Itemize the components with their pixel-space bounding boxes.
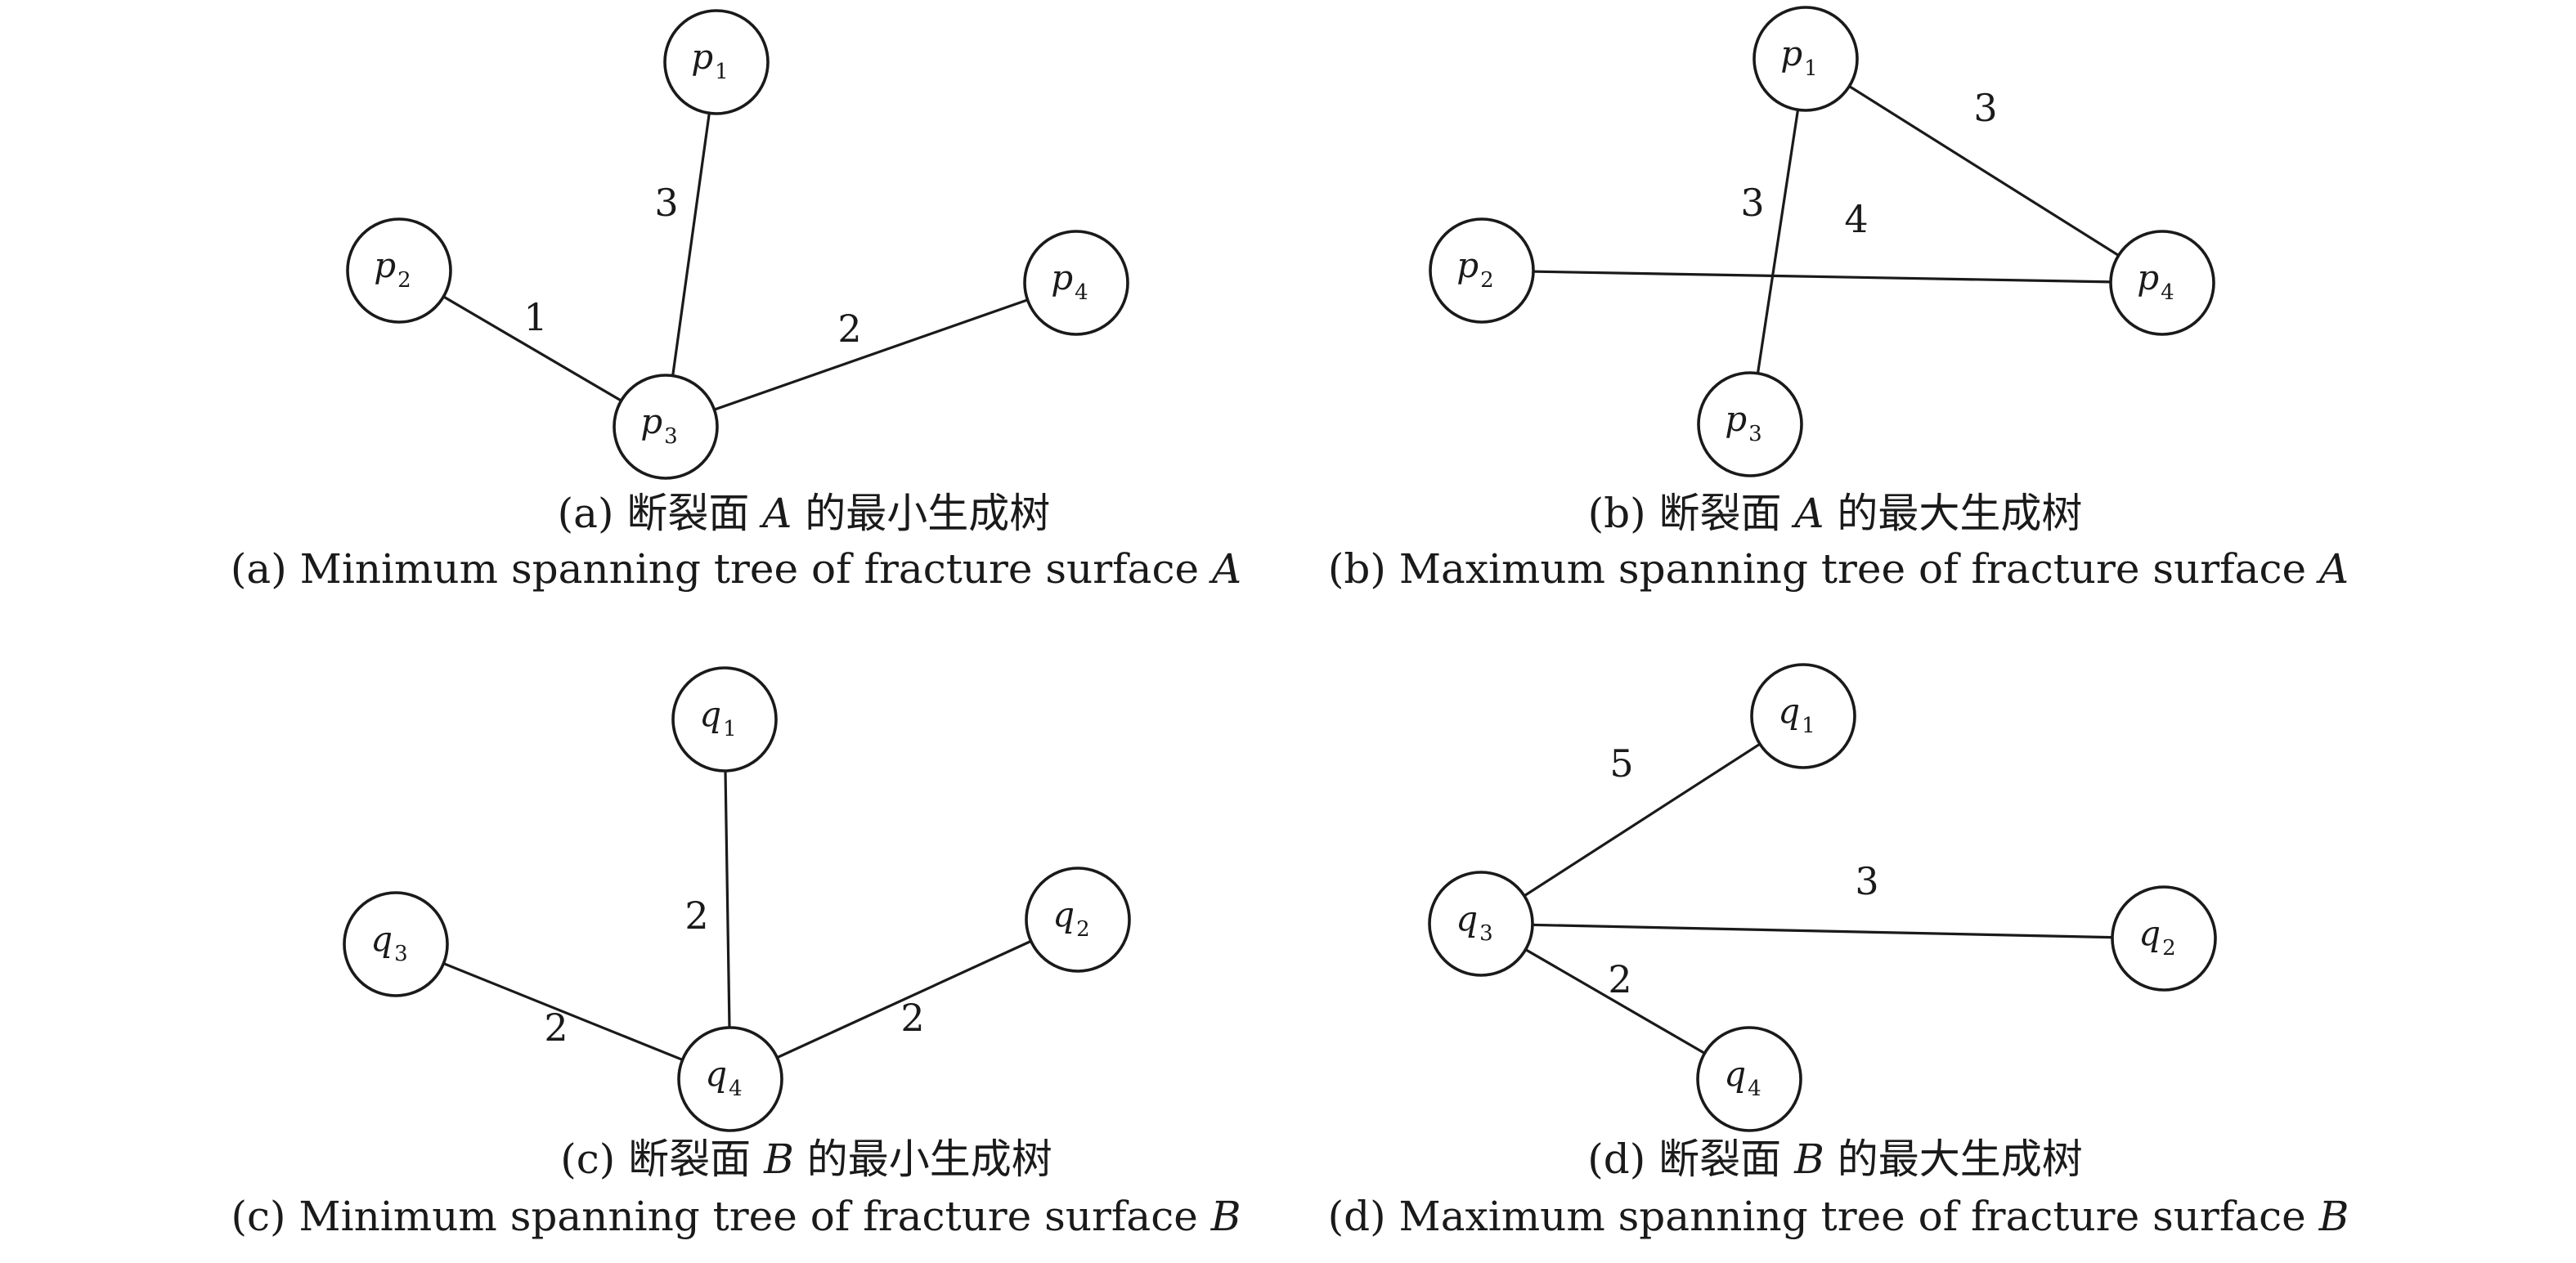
node-q1-label: q1: [699, 694, 736, 741]
node-p3-circle: [1697, 371, 1803, 477]
node-p1-circle: [1752, 6, 1859, 112]
edge-weight-q1-q4: 2: [684, 894, 708, 938]
node-p3-circle: [613, 374, 719, 480]
node-p4-label: p4: [2137, 258, 2174, 305]
edge-weight-q3-q4: 2: [544, 1005, 568, 1050]
node-p4: p4: [1023, 230, 1129, 336]
edge-p1-p3: [664, 61, 718, 428]
node-p2: p2: [346, 217, 452, 324]
caption-d-cn: (d) 断裂面 B 的最大生成树: [1587, 1135, 2082, 1183]
edge-p2-p4: [1481, 269, 2163, 284]
node-q3: q3: [1428, 871, 1534, 977]
node-q4-circle: [677, 1026, 783, 1132]
edge-weight-q3-q1: 5: [1609, 741, 1633, 786]
node-p3: p3: [613, 374, 719, 480]
edge-q3-q2: [1480, 922, 2165, 940]
node-p2-label: p2: [1456, 245, 1493, 293]
node-p3-label: p3: [1725, 399, 1761, 446]
node-p3-label: p3: [640, 401, 677, 449]
node-p4-label: p4: [1051, 258, 1088, 305]
node-p2-label: p2: [374, 245, 411, 293]
edge-weight-q4-q2: 2: [900, 996, 924, 1040]
node-p1: p1: [1752, 6, 1859, 112]
caption-c-cn: (c) 断裂面 B 的最小生成树: [560, 1135, 1052, 1183]
node-q1: q1: [1750, 663, 1856, 769]
panel-c: 2 2 2 q1 q2 q3 q4 (c) 断裂面 B 的最小生成树 (c) Minimum s…: [231, 666, 1241, 1240]
node-q4-circle: [1696, 1026, 1802, 1132]
edge-weight-p1-p3: 3: [1740, 181, 1764, 225]
node-q4-label: q4: [705, 1054, 742, 1101]
edge-q1-q4: [723, 719, 732, 1080]
edge-p3-p4: [665, 281, 1077, 428]
node-q2: q2: [1025, 867, 1131, 973]
edge-weight-p2-p4: 4: [1844, 197, 1868, 241]
panel-a: 1 3 2 p1 p2 p3 p4 (a) 断裂面 A 的最小生成树 (a) Minimum s…: [231, 9, 1241, 593]
node-p4-circle: [1023, 230, 1129, 336]
edge-weight-p3-p4: 2: [837, 307, 861, 351]
node-p3: p3: [1697, 371, 1803, 477]
panel-b: 3 3 4 p1 p2 p3 p4 (b) 断裂面 A 的最大生成树 (b) Maximum s…: [1328, 6, 2349, 593]
node-q4: q4: [677, 1026, 783, 1132]
node-q3-circle: [343, 891, 449, 997]
node-q2-circle: [1025, 867, 1131, 973]
edge-q3-q4: [395, 943, 731, 1081]
node-p2-circle: [346, 217, 452, 324]
edge-q4-q2: [729, 918, 1079, 1081]
edge-weight-q3-q2: 3: [1855, 859, 1878, 903]
node-p1: p1: [663, 9, 770, 115]
node-p1-label: p1: [691, 37, 728, 84]
edge-q3-q1: [1480, 714, 1804, 925]
node-q4-label: q4: [1724, 1054, 1761, 1101]
edge-p1-p3: [1748, 58, 1807, 425]
node-q2: q2: [2111, 885, 2217, 992]
caption-a-en: (a) Minimum spanning tree of fracture su…: [231, 545, 1241, 593]
caption-c-en: (c) Minimum spanning tree of fracture su…: [231, 1193, 1241, 1240]
node-q4: q4: [1696, 1026, 1802, 1132]
node-q1: q1: [671, 666, 778, 773]
node-q2-label: q2: [1052, 894, 1089, 942]
caption-d-en: (d) Maximum spanning tree of fracture su…: [1328, 1193, 2349, 1240]
node-p2-circle: [1429, 217, 1535, 324]
node-p4-circle: [2109, 230, 2215, 336]
caption-b-cn: (b) 断裂面 A 的最大生成树: [1588, 490, 2083, 537]
edge-weight-q3-q4: 2: [1608, 957, 1631, 1001]
node-p1-label: p1: [1780, 34, 1817, 81]
caption-a-cn: (a) 断裂面 A 的最小生成树: [558, 490, 1051, 537]
edge-weight-p2-p3: 1: [523, 295, 547, 339]
node-q2-label: q2: [2138, 913, 2175, 961]
node-p2: p2: [1429, 217, 1535, 324]
caption-b-en: (b) Maximum spanning tree of fracture su…: [1328, 545, 2349, 593]
node-p1-circle: [663, 9, 770, 115]
node-q3-label: q3: [1456, 898, 1492, 946]
node-q1-circle: [671, 666, 778, 773]
node-q3-circle: [1428, 871, 1534, 977]
node-p4: p4: [2109, 230, 2215, 336]
node-q1-label: q1: [1778, 691, 1815, 738]
panel-d: 5 3 2 q1 q2 q3 q4 (d) 断裂面 B 的最大生成树 (d) Maximum s…: [1328, 663, 2349, 1240]
node-q2-circle: [2111, 885, 2217, 992]
node-q1-circle: [1750, 663, 1856, 769]
node-q3: q3: [343, 891, 449, 997]
edge-p1-p4: [1805, 57, 2163, 284]
node-q3-label: q3: [370, 919, 407, 966]
edge-weight-p1-p3: 3: [654, 181, 678, 225]
edge-weight-p1-p4: 3: [1973, 86, 1997, 130]
